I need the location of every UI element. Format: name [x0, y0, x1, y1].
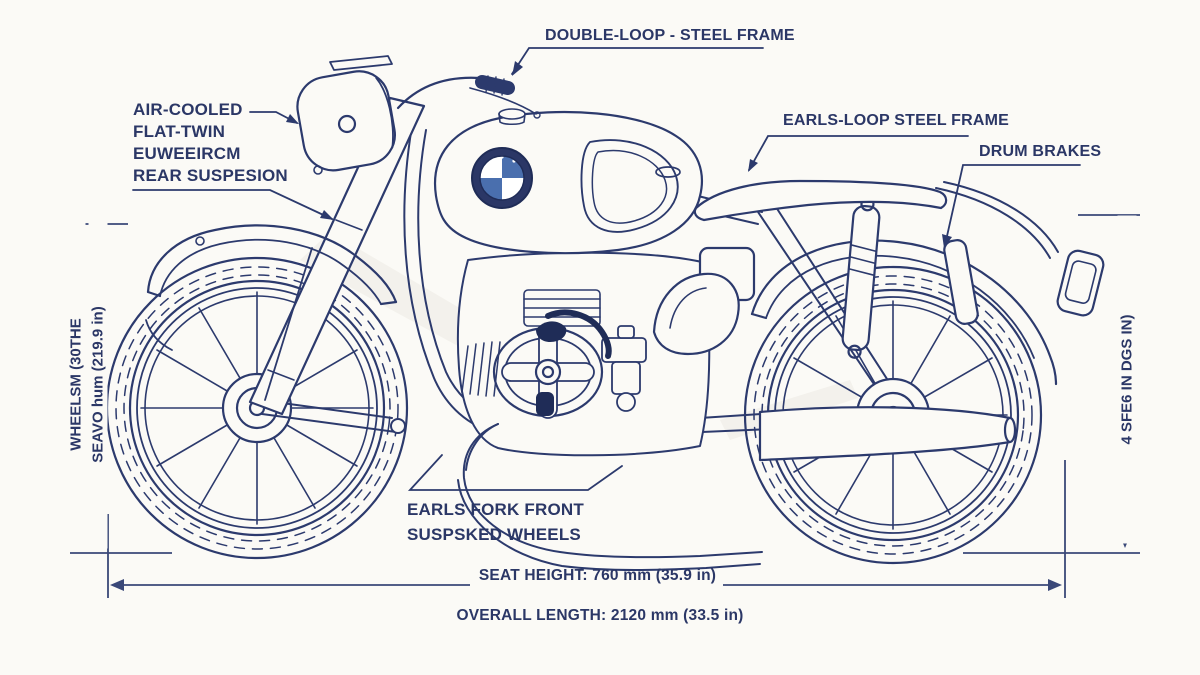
leader-earls-fork — [407, 454, 623, 491]
headlight-bracket-hole — [337, 114, 357, 134]
exhaust-pipe — [457, 423, 763, 571]
headlight-visor — [329, 55, 393, 71]
label-earls-fork-block: EARLS FORK FRONT SUSPSKED WHEELS — [407, 497, 584, 547]
seat — [693, 179, 948, 222]
front-fork — [248, 96, 426, 416]
dimension-bottom-horizontal — [107, 460, 1066, 598]
label-earls-loop-steel-frame: EARLS-LOOP STEEL FRAME — [783, 112, 1010, 129]
handlebar — [396, 75, 541, 126]
fuel-line — [545, 309, 612, 359]
headlight — [296, 55, 396, 175]
label-right-dimension: 4 SFE6 IN DGS IN) — [1117, 215, 1137, 544]
label-euweeircm: EUWEEIRCM — [133, 144, 241, 163]
label-left-dimension-line2: SEAVO hum (219.9 in) — [88, 220, 108, 549]
carburetor — [601, 325, 647, 412]
label-rear-suspension: REAR SUSPESION — [133, 166, 288, 185]
label-left-dimension-line1: WHEELSM (30THE — [66, 220, 86, 549]
steering-damper-knob — [498, 108, 526, 126]
leader-rear-suspension — [132, 189, 333, 220]
label-seat-height: SEAT HEIGHT: 760 mm (35.9 in) — [478, 567, 717, 584]
muffler — [758, 406, 1017, 462]
rear-shock-absorber — [841, 197, 979, 359]
fender-stay — [264, 247, 313, 401]
leader-double-loop — [511, 47, 764, 75]
exhaust-collar-fins — [461, 341, 501, 397]
fuel-cap — [655, 166, 681, 178]
leader-lines — [132, 47, 1081, 491]
rear-fender — [750, 239, 1058, 386]
label-flat-twin: FLAT-TWIN — [133, 122, 226, 141]
brake-lever — [469, 87, 537, 115]
label-double-loop-steel-frame: DOUBLE-LOOP - STEEL FRAME — [545, 27, 795, 44]
label-left-spec-block: AIR-COOLED FLAT-TWIN EUWEEIRCM REAR SUSP… — [133, 99, 288, 187]
rear-luggage-rack — [935, 181, 1059, 259]
label-drum-brakes: DRUM BRAKES — [979, 143, 1102, 160]
intake-elbow — [652, 272, 740, 356]
dimension-right-vertical — [963, 214, 1140, 554]
label-air-cooled: AIR-COOLED — [133, 100, 243, 119]
front-fender — [145, 224, 398, 401]
label-suspsked-wheels: SUSPSKED WHEELS — [407, 525, 581, 544]
label-earls-fork-front: EARLS FORK FRONT — [407, 500, 584, 519]
front-tire-tread — [115, 266, 399, 550]
bmw-roundel-logo — [471, 147, 533, 209]
leader-earls-loop — [748, 135, 969, 171]
tank-kneepad — [580, 139, 679, 233]
leader-drum-brakes — [944, 164, 1081, 246]
spark-plug-cap — [536, 321, 567, 416]
front-wheel — [105, 256, 409, 560]
label-overall-length: OVERALL LENGTH: 2120 mm (33.5 in) — [456, 607, 744, 624]
taillight — [1056, 249, 1105, 317]
